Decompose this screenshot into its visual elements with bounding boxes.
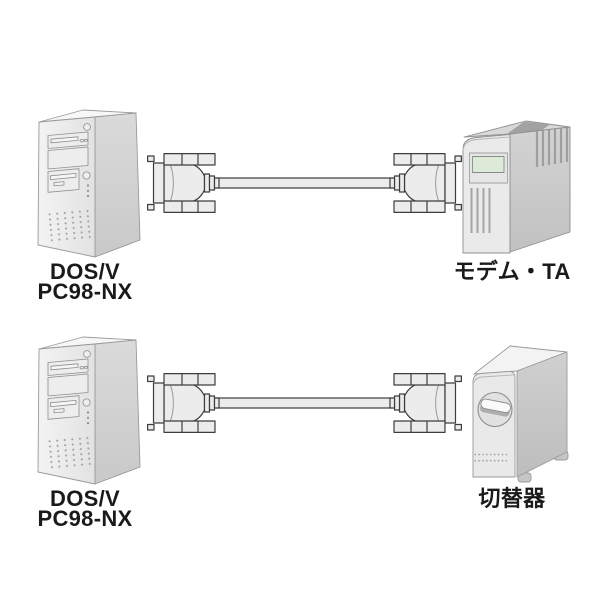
- serial-cable-bottom-illustration: [148, 374, 462, 433]
- front-vent-slats: [470, 188, 491, 233]
- label-switch: 切替器: [478, 486, 546, 511]
- side-vent-slats: [535, 128, 569, 167]
- pc-tower-top-illustration: [37, 109, 141, 258]
- label-pc-top-line2: PC98-NX: [37, 279, 133, 304]
- pc-tower-bottom-illustration: [37, 336, 141, 485]
- label-modem-ta: モデム・TA: [453, 259, 571, 284]
- label-pc-top-line1: DOS/V: [50, 259, 120, 284]
- label-pc-bottom-line1: DOS/V: [50, 486, 120, 511]
- lcd-screen: [472, 156, 505, 173]
- switch-illustration: [472, 345, 569, 483]
- vent-dots: [474, 452, 507, 465]
- serial-cable-top-illustration: [148, 154, 462, 213]
- label-pc-top: DOS/V PC98-NX: [10, 259, 160, 304]
- label-pc-bottom: DOS/V PC98-NX: [10, 486, 160, 531]
- modem-ta-illustration: [462, 120, 571, 254]
- knob-lever: [480, 398, 511, 417]
- label-pc-bottom-line2: PC98-NX: [37, 506, 133, 531]
